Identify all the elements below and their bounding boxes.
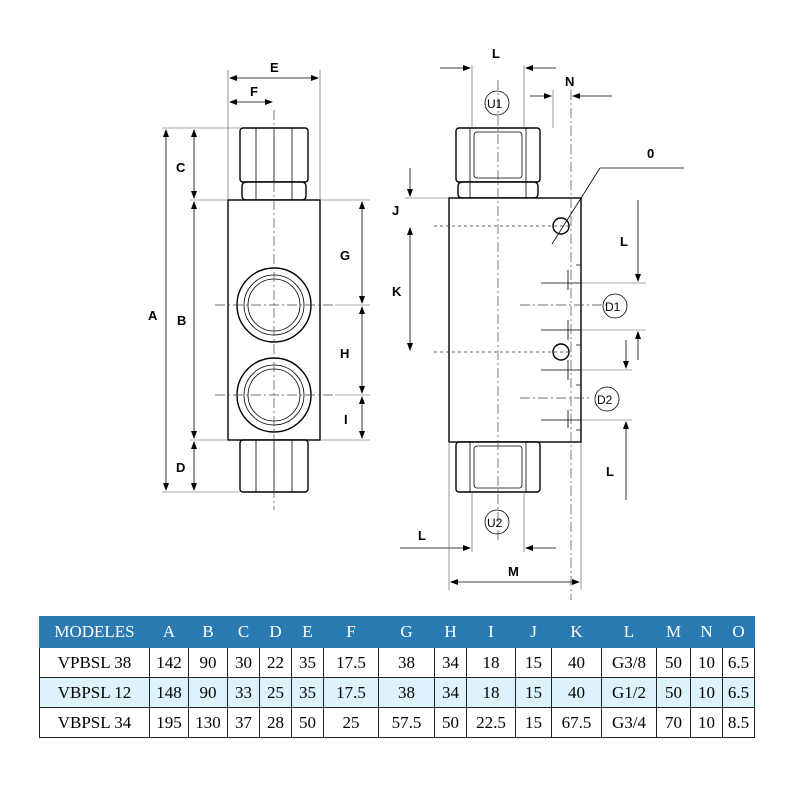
dim-label-e: E bbox=[270, 60, 279, 75]
table-cell: 8.5 bbox=[722, 707, 755, 738]
port-label-d1: D1 bbox=[605, 300, 621, 314]
table-header-cell: O bbox=[722, 616, 755, 648]
dim-label-j: J bbox=[392, 203, 399, 218]
dim-label-b: B bbox=[177, 313, 186, 328]
table-cell: G3/8 bbox=[601, 647, 657, 678]
table-cell: 10 bbox=[690, 647, 723, 678]
table-header-cell: M bbox=[656, 616, 691, 648]
table-cell: 35 bbox=[291, 677, 324, 708]
table-cell: 15 bbox=[515, 707, 552, 738]
table-cell: 25 bbox=[259, 677, 292, 708]
table-header-cell: F bbox=[323, 616, 379, 648]
model-name-cell: VPBSL 38 bbox=[39, 647, 150, 678]
table-header-cell: A bbox=[149, 616, 189, 648]
table-header-cell: B bbox=[188, 616, 228, 648]
dim-label-h: H bbox=[340, 346, 349, 361]
model-name-cell: VBPSL 12 bbox=[39, 677, 150, 708]
table-header-cell: D bbox=[259, 616, 292, 648]
port-label-u1: U1 bbox=[487, 97, 503, 111]
table-header-cell: E bbox=[291, 616, 324, 648]
table-cell: 34 bbox=[434, 677, 467, 708]
table-cell: 67.5 bbox=[551, 707, 602, 738]
table-cell: 50 bbox=[656, 677, 691, 708]
dim-label-l-bottom: L bbox=[418, 528, 426, 543]
front-view: A B C D E F G H I bbox=[148, 60, 370, 510]
table-cell: 22 bbox=[259, 647, 292, 678]
table-cell: 50 bbox=[656, 647, 691, 678]
table-cell: 50 bbox=[291, 707, 324, 738]
table-cell: 28 bbox=[259, 707, 292, 738]
dim-label-n: N bbox=[565, 74, 574, 89]
dim-label-l-right-bottom: L bbox=[606, 464, 614, 479]
table-cell: 50 bbox=[434, 707, 467, 738]
port-label-u2: U2 bbox=[487, 516, 503, 530]
dim-label-a: A bbox=[148, 308, 158, 323]
table-cell: 18 bbox=[466, 647, 516, 678]
table-header-cell: H bbox=[434, 616, 467, 648]
table-header-cell: J bbox=[515, 616, 552, 648]
table-cell: 142 bbox=[149, 647, 189, 678]
table-header-cell: L bbox=[601, 616, 657, 648]
dim-label-c: C bbox=[176, 160, 186, 175]
table-header-cell: N bbox=[690, 616, 723, 648]
table-cell: 6.5 bbox=[722, 647, 755, 678]
table-cell: 15 bbox=[515, 647, 552, 678]
table-cell: 38 bbox=[378, 677, 435, 708]
table-cell: 195 bbox=[149, 707, 189, 738]
dim-label-k: K bbox=[392, 284, 402, 299]
table-cell: 10 bbox=[690, 707, 723, 738]
table-header-cell: K bbox=[551, 616, 602, 648]
table-cell: 40 bbox=[551, 677, 602, 708]
table-cell: 17.5 bbox=[323, 677, 379, 708]
dim-label-l-top: L bbox=[492, 46, 500, 61]
dim-label-f: F bbox=[250, 84, 258, 99]
table-cell: 34 bbox=[434, 647, 467, 678]
dim-label-o: 0 bbox=[647, 146, 654, 161]
table-cell: 30 bbox=[227, 647, 260, 678]
port-label-d2: D2 bbox=[597, 393, 613, 407]
dim-label-d: D bbox=[176, 460, 185, 475]
table-cell: 130 bbox=[188, 707, 228, 738]
dim-label-l-right-top: L bbox=[620, 234, 628, 249]
table-cell: 40 bbox=[551, 647, 602, 678]
table-cell: 18 bbox=[466, 677, 516, 708]
table-cell: 15 bbox=[515, 677, 552, 708]
table-header-cell: C bbox=[227, 616, 260, 648]
table-cell: 17.5 bbox=[323, 647, 379, 678]
table-cell: 148 bbox=[149, 677, 189, 708]
table-cell: 35 bbox=[291, 647, 324, 678]
table-cell: 25 bbox=[323, 707, 379, 738]
dim-label-g: G bbox=[340, 248, 350, 263]
table-cell: G1/2 bbox=[601, 677, 657, 708]
side-view: J K L U1 N 0 L D1 L D2 bbox=[392, 46, 684, 600]
dim-label-m: M bbox=[508, 564, 519, 579]
table-cell: 22.5 bbox=[466, 707, 516, 738]
table-cell: 38 bbox=[378, 647, 435, 678]
table-cell: 90 bbox=[188, 647, 228, 678]
table-cell: 6.5 bbox=[722, 677, 755, 708]
table-header-cell: MODELES bbox=[39, 616, 150, 648]
model-name-cell: VBPSL 34 bbox=[39, 707, 150, 738]
dim-label-i: I bbox=[344, 412, 348, 427]
technical-drawing: A B C D E F G H I bbox=[148, 46, 684, 600]
table-cell: 70 bbox=[656, 707, 691, 738]
table-header-cell: G bbox=[378, 616, 435, 648]
table-cell: 37 bbox=[227, 707, 260, 738]
table-header-cell: I bbox=[466, 616, 516, 648]
table-cell: 57.5 bbox=[378, 707, 435, 738]
table-cell: G3/4 bbox=[601, 707, 657, 738]
table-cell: 33 bbox=[227, 677, 260, 708]
table-cell: 90 bbox=[188, 677, 228, 708]
table-cell: 10 bbox=[690, 677, 723, 708]
